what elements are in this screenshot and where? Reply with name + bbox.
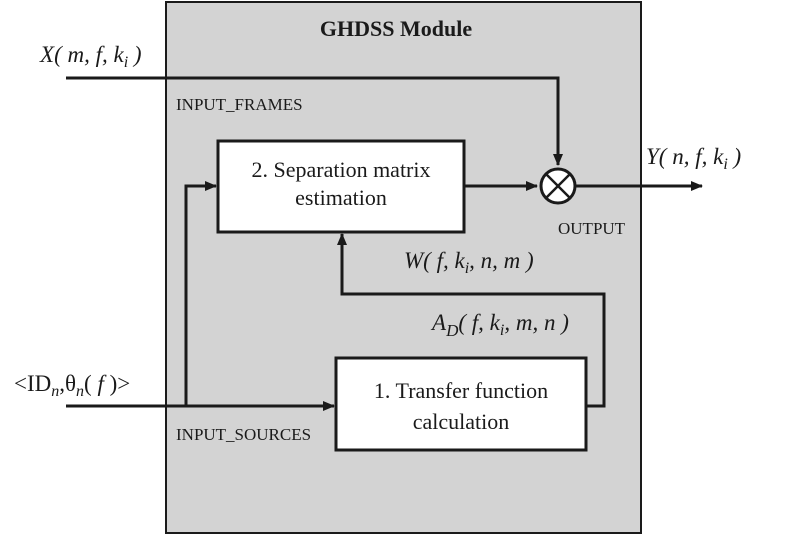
y-output-signal-label: Y( n, f, ki )	[646, 144, 741, 173]
sources-branch-line	[184, 181, 217, 406]
multiply-icon	[545, 173, 571, 199]
transfer-block-label-line2: calculation	[413, 409, 510, 434]
output-label: OUTPUT	[558, 219, 626, 238]
input-frames-line	[66, 76, 563, 166]
x-input-signal-label: X( m, f, ki )	[39, 42, 142, 71]
input-sources-label: INPUT_SOURCES	[176, 425, 311, 444]
sources-signal-label: <IDn,θn( f )>	[14, 371, 130, 400]
transfer-function-block	[334, 356, 588, 452]
separation-block-label-line2: estimation	[295, 185, 387, 210]
separation-block-label-line1: 2. Separation matrix	[251, 157, 430, 182]
transfer-feedback-line	[337, 233, 606, 408]
module-title: GHDSS Module	[320, 16, 472, 41]
separation-matrix-block	[216, 139, 466, 234]
transfer-block-label-line1: 1. Transfer function	[374, 378, 548, 403]
input-frames-label: INPUT_FRAMES	[176, 95, 303, 114]
w-matrix-signal-label: W( f, ki, n, m )	[404, 248, 534, 277]
transfer-signal-label: AD( f, ki, m, n )	[430, 310, 569, 340]
